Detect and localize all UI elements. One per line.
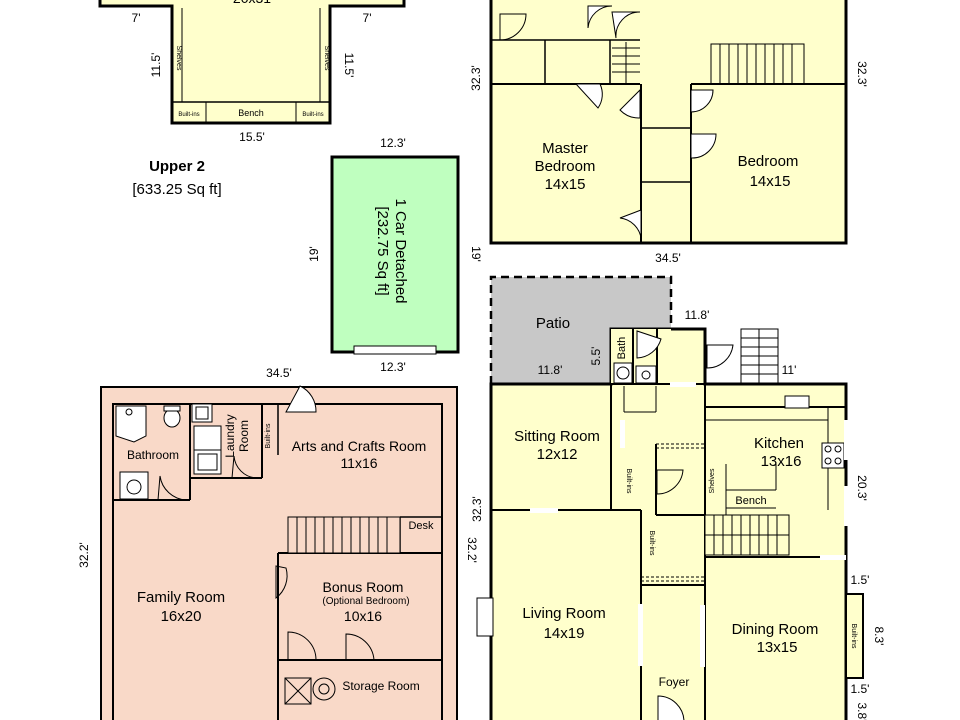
upper2-left-notch: 7' xyxy=(132,11,141,25)
main-floor-outline xyxy=(489,327,848,720)
main-doors xyxy=(613,330,734,720)
bathroom-label: Bathroom xyxy=(127,448,179,462)
upper2-builtins-left: Built-ins xyxy=(178,112,199,118)
garage-label-2: [232.75 Sq ft] xyxy=(374,206,391,295)
garage-outline xyxy=(330,155,460,354)
upper2-shelves-right: Shelves xyxy=(323,46,330,71)
basement-fixtures xyxy=(115,403,336,705)
upper2-area: [633.25 Sq ft] xyxy=(132,181,221,198)
main-shelves: Shelves xyxy=(709,468,716,493)
upper2-right-side: 11.5' xyxy=(342,53,356,78)
upper2-shelves-left: Shelves xyxy=(175,46,182,71)
upper1-outline xyxy=(489,0,848,245)
bay-top-dim: 1.5' xyxy=(851,573,870,587)
main-left-height: 32.3' xyxy=(470,496,484,522)
upper1-left-height: 32.3' xyxy=(469,65,483,91)
patio-label: Patio xyxy=(536,315,570,332)
basement-builtins: Built-ins xyxy=(265,423,272,448)
upper1-plan: 32.3' 32.3' Master Bedroom 14x15 Bedroom… xyxy=(469,0,869,265)
bay-bottom-dim: 1.5' xyxy=(851,682,870,696)
garage-left-height: 19' xyxy=(307,246,321,262)
upper2-bench: Bench xyxy=(238,108,264,118)
garage-bottom-width: 12.3' xyxy=(380,360,406,374)
garage-right-height: 19' xyxy=(469,246,483,262)
dining-room-dims: 13x15 xyxy=(757,639,798,656)
basement-stairs xyxy=(287,516,401,554)
bay-window xyxy=(845,593,864,679)
living-room-label: Living Room xyxy=(522,605,605,622)
garage-plan: 12.3' 12.3' 19' 19' 1 Car Detached [232.… xyxy=(307,136,483,374)
desk-label: Desk xyxy=(408,520,434,532)
main-builtins-c: Built-ins xyxy=(850,624,857,649)
basement-right-height: 32.2' xyxy=(465,537,479,563)
basement-plan: 34.5' 32.2' 32.2' Bathroom Laundry Room … xyxy=(77,366,479,720)
laundry-label: Laundry xyxy=(223,414,237,457)
basement-left-height: 32.2' xyxy=(77,542,91,568)
sitting-room-dims: 12x12 xyxy=(537,446,578,463)
upper2-outline xyxy=(98,0,406,125)
upper1-width: 34.5' xyxy=(655,251,681,265)
upper1-right-height: 32.3' xyxy=(855,61,869,87)
garage-label-1: 1 Car Detached xyxy=(392,198,409,303)
arts-crafts-label: Arts and Crafts Room xyxy=(292,438,427,454)
kitchen-dims: 13x16 xyxy=(761,453,802,470)
family-room-dims: 16x20 xyxy=(161,608,202,625)
bonus-room-sub: (Optional Bedroom) xyxy=(322,596,409,607)
living-room-dims: 14x19 xyxy=(544,625,585,642)
foyer-label: Foyer xyxy=(659,675,690,689)
main-builtins-a: Built-ins xyxy=(625,469,632,494)
bath-label: Bath xyxy=(616,337,628,360)
basement-doors xyxy=(157,385,375,661)
bonus-room-label: Bonus Room xyxy=(323,579,404,595)
main-dashed-lines xyxy=(641,443,705,582)
patio-dashed-border xyxy=(489,275,673,384)
main-stairs xyxy=(704,514,790,556)
bedroom-label: Bedroom xyxy=(738,153,799,170)
garage-door xyxy=(353,345,437,355)
storage-room-label: Storage Room xyxy=(342,679,419,693)
upper2-left-side: 11.5' xyxy=(149,53,163,78)
stoop-label: 11' xyxy=(782,363,797,377)
upper1-doors xyxy=(499,5,717,239)
upper2-plan: 20x31 7' 7' 11.5' 11.5' Shelves Shelves … xyxy=(98,0,406,198)
bedroom-dims: 14x15 xyxy=(750,173,791,190)
patio-width-top: 11.8' xyxy=(685,308,710,322)
bay-side-dim: 8.3' xyxy=(872,627,886,646)
upper2-builtins-right: Built-ins xyxy=(302,112,323,118)
bonus-room-dims: 10x16 xyxy=(344,608,382,624)
family-room-label: Family Room xyxy=(137,589,225,606)
main-floor-plan: Patio 11.8' 11.8' 5.5' Bath 11' 32.3' 20… xyxy=(470,275,886,720)
master-bedroom-label-2: Bedroom xyxy=(535,158,596,175)
patio-width-bottom: 11.8' xyxy=(538,363,563,377)
bay-extra-dim: 3.8' xyxy=(855,703,869,720)
upper2-right-notch: 7' xyxy=(363,11,372,25)
main-bench: Bench xyxy=(735,495,766,507)
basement-top-width: 34.5' xyxy=(266,366,292,380)
sitting-room-label: Sitting Room xyxy=(514,428,600,445)
garage-top-width: 12.3' xyxy=(380,136,406,150)
main-right-height: 20.3' xyxy=(855,475,869,501)
patio-side: 5.5' xyxy=(589,347,603,366)
upper2-top-dims: 20x31 xyxy=(233,0,271,6)
dining-room-label: Dining Room xyxy=(732,621,819,638)
upper1-stairs-left xyxy=(612,42,640,84)
laundry-label-2: Room xyxy=(237,420,251,452)
main-windows xyxy=(476,382,848,667)
upper2-width: 15.5' xyxy=(239,130,265,144)
master-bedroom-label: Master xyxy=(542,140,588,157)
upper2-title: Upper 2 xyxy=(149,158,205,175)
master-bedroom-dims: 14x15 xyxy=(545,176,586,193)
upper1-stairs-right xyxy=(710,43,805,85)
back-steps xyxy=(740,328,779,384)
arts-crafts-dims: 11x16 xyxy=(340,455,377,471)
main-builtins-b: Built-ins xyxy=(648,531,655,556)
kitchen-label: Kitchen xyxy=(754,435,804,452)
